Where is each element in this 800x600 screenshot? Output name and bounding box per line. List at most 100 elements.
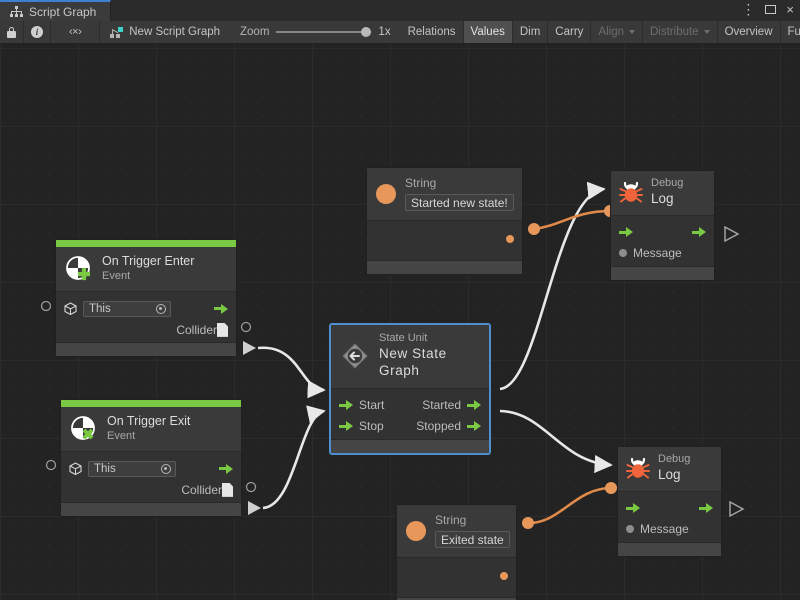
object-picker-icon[interactable] — [161, 463, 171, 474]
on-trigger-exit-node[interactable]: On Trigger Exit Event This — [60, 399, 242, 518]
state-unit-node[interactable]: State Unit New State Graph Start Started — [330, 324, 490, 454]
collider-output-label: Collider — [181, 482, 222, 497]
started-label: Started — [422, 398, 461, 412]
toolbar-button-full-scr[interactable]: Full Scr — [781, 21, 800, 43]
string-literal-node[interactable]: String Started new state! — [366, 167, 523, 275]
close-icon[interactable]: × — [786, 1, 794, 17]
toolbar-button-label: Distribute — [650, 26, 699, 38]
data-edge-endpoint — [528, 223, 540, 235]
node-body: Start Started Stop Stopped — [331, 388, 489, 439]
flow-out-port[interactable] — [214, 303, 228, 314]
code-view-button[interactable]: ‹×› — [51, 21, 101, 43]
debug-log-node[interactable]: Debug Log Message — [610, 170, 715, 281]
zoom-slider[interactable] — [276, 26, 372, 38]
node-subtitle: Event — [102, 269, 131, 282]
flow-in-port[interactable] — [626, 503, 699, 514]
data-edge[interactable] — [527, 486, 612, 525]
flow-edge[interactable] — [262, 405, 326, 510]
message-input-port[interactable]: Message — [626, 522, 713, 536]
message-input-port[interactable]: Message — [619, 246, 706, 260]
start-label: Start — [359, 398, 385, 412]
flow-edge[interactable] — [257, 346, 326, 399]
node-title: Debug — [658, 453, 691, 465]
target-object-field[interactable]: This — [88, 460, 176, 477]
tab-label: Script Graph — [29, 4, 97, 19]
toolbar-button-relations[interactable]: Relations — [401, 21, 464, 43]
stop-row: Stop Stopped — [331, 416, 489, 437]
flow-row — [611, 222, 714, 243]
info-icon: i — [31, 26, 43, 38]
state-unit-icon — [340, 342, 370, 370]
lock-button[interactable] — [0, 21, 24, 43]
zoom-value-label: 1x — [378, 26, 391, 38]
string-icon — [376, 183, 396, 204]
stop-input-port[interactable]: Stop — [339, 419, 416, 433]
toolbar-button-carry[interactable]: Carry — [548, 21, 592, 43]
zoom-slider-knob[interactable] — [361, 27, 372, 37]
flow-out-port[interactable] — [219, 463, 233, 474]
toolbar-button-dim[interactable]: Dim — [513, 21, 549, 43]
object-picker-icon[interactable] — [156, 303, 166, 314]
node-footer — [61, 502, 241, 517]
message-row: Message — [618, 519, 721, 540]
node-title-group: On Trigger Exit Event — [107, 414, 190, 443]
tab-bar: Script Graph ⋮ × — [0, 0, 800, 21]
string-value-field[interactable]: Exited state — [435, 531, 510, 548]
data-edge-endpoint — [522, 517, 534, 529]
flow-out-port[interactable] — [699, 503, 713, 514]
flow-port-marker — [243, 341, 256, 355]
flow-out-arrow-icon — [692, 227, 706, 238]
start-input-port[interactable]: Start — [339, 398, 422, 412]
graph-name-breadcrumb[interactable]: New Script Graph — [100, 21, 230, 43]
flow-port-marker — [724, 225, 740, 243]
data-edge[interactable] — [533, 209, 611, 231]
toolbar-button-label: Full Scr — [787, 26, 800, 38]
message-port-dot — [626, 525, 634, 534]
node-footer — [56, 342, 236, 357]
chevron-down-icon — [703, 30, 710, 34]
value-output-port[interactable] — [506, 235, 514, 243]
flow-in-port[interactable] — [619, 227, 692, 238]
node-subtitle: Event — [107, 429, 136, 442]
node-footer — [367, 260, 522, 274]
node-title: On Trigger Enter — [102, 254, 195, 268]
flow-edge[interactable] — [499, 181, 606, 391]
info-button[interactable]: i — [24, 21, 51, 43]
toolbar-button-distribute[interactable]: Distribute — [643, 21, 718, 43]
toolbar-button-values[interactable]: Values — [463, 21, 513, 43]
message-label: Message — [640, 522, 689, 537]
string-value: Exited state — [441, 532, 504, 547]
graph-name-label: New Script Graph — [129, 26, 221, 38]
graph-toolbar: i ‹×› New Script Graph Zoom 1x Relations… — [0, 21, 800, 44]
toolbar-button-label: Dim — [519, 26, 541, 38]
value-output-port[interactable] — [500, 572, 508, 580]
on-trigger-enter-node[interactable]: On Trigger Enter Event This — [55, 239, 237, 358]
collider-icon — [222, 482, 233, 497]
flow-out-arrow-icon — [214, 303, 228, 314]
flow-edge[interactable] — [499, 409, 613, 474]
started-output-port[interactable]: Started — [422, 398, 481, 412]
stopped-output-port[interactable]: Stopped — [416, 419, 481, 433]
target-field-wrap: This — [64, 300, 214, 317]
toolbar-button-label: Carry — [555, 26, 584, 38]
graph-canvas[interactable]: On Trigger Enter Event This — [0, 44, 800, 600]
maximize-icon[interactable] — [765, 4, 777, 14]
target-object-field[interactable]: This — [83, 300, 171, 317]
node-footer — [397, 597, 516, 600]
toolbar-button-overview[interactable]: Overview — [718, 21, 781, 43]
string-literal-node[interactable]: String Exited state — [396, 504, 517, 600]
zoom-slider-track — [276, 31, 372, 33]
kebab-menu-icon[interactable]: ⋮ — [741, 1, 756, 17]
flow-out-port[interactable] — [692, 227, 706, 238]
debug-log-node[interactable]: Debug Log Message — [617, 446, 722, 557]
window-controls: ⋮ × — [741, 2, 794, 16]
string-value-field[interactable]: Started new state! — [405, 194, 514, 211]
flow-port-marker — [248, 501, 261, 515]
toolbar-button-align[interactable]: Align — [591, 21, 643, 43]
tab-script-graph[interactable]: Script Graph — [0, 0, 112, 21]
node-subtitle: Log — [658, 466, 681, 482]
value-port-marker — [245, 481, 257, 493]
node-body: This Collider — [61, 452, 241, 503]
node-footer — [611, 265, 714, 280]
